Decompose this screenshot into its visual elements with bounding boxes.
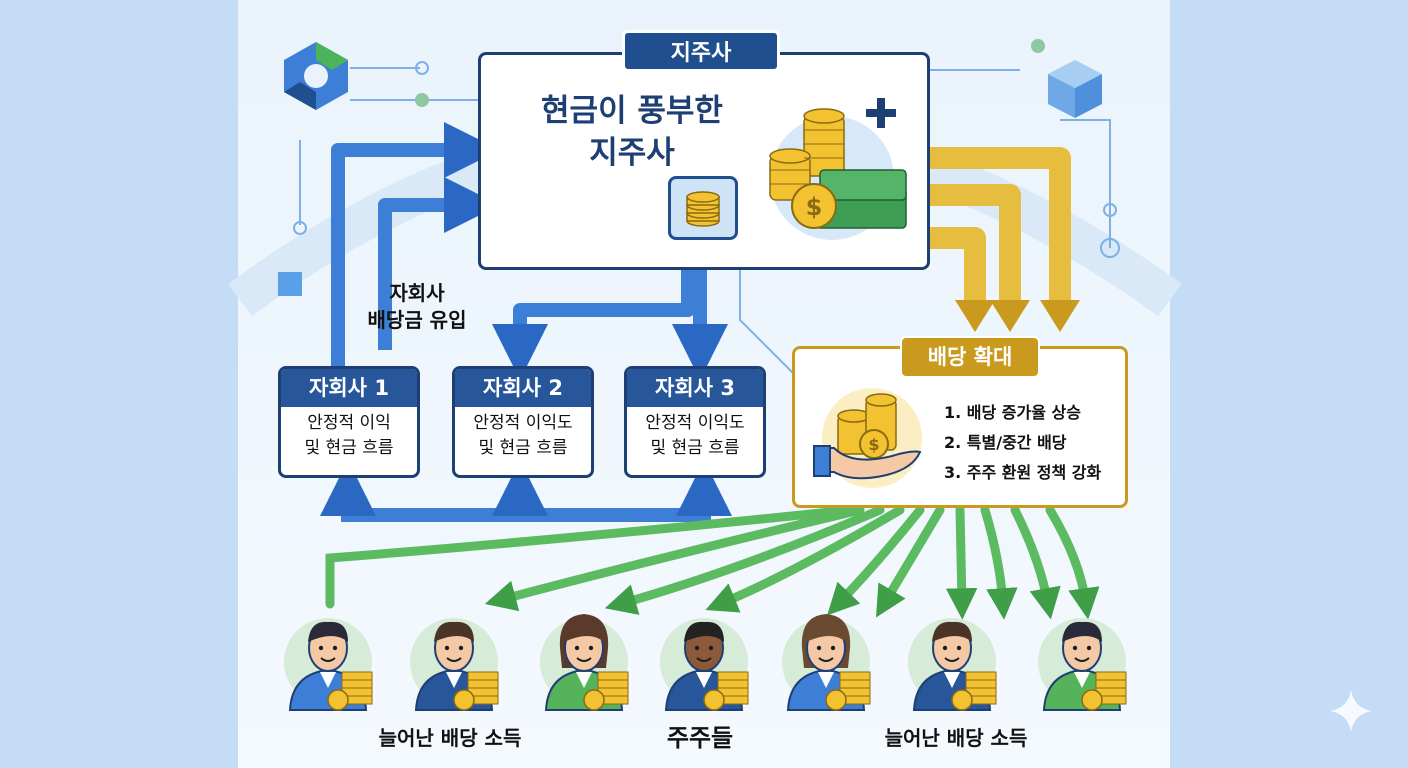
shareholder-7-collar	[1074, 672, 1090, 688]
logo-icon	[284, 42, 348, 110]
shareholder-3-coin-1	[597, 671, 629, 681]
shareholder-7-eye-right	[1086, 645, 1092, 651]
shareholder-3-eye-right	[588, 645, 594, 651]
caption-center: 주주들	[666, 724, 734, 752]
shareholder-2-coin-1	[467, 671, 499, 681]
shareholder-4-collar	[696, 672, 712, 688]
svg-text:$: $	[806, 193, 823, 221]
cash-bundle-icon: $	[769, 108, 907, 240]
background-right	[1170, 0, 1408, 768]
shareholder-5-smile	[818, 657, 834, 662]
dividend-inflow-line2: 배당금 유입	[367, 308, 467, 332]
shareholder-1-coin-2	[341, 679, 373, 689]
subsidiary-3-name: 자회사 3	[627, 369, 763, 407]
shareholder-1-eye-left	[318, 645, 324, 651]
shareholder-3-eye-left	[574, 645, 580, 651]
shareholder-2-hair	[434, 621, 474, 642]
sparkle-icon	[1330, 690, 1372, 732]
shareholder-1-collar	[320, 672, 336, 688]
shareholder-4-smile	[696, 657, 712, 662]
shareholder-3-smile	[576, 657, 592, 662]
shareholder-5-coin-1	[839, 671, 871, 681]
shareholder-1-hair	[308, 621, 348, 642]
shareholder-7-smile	[1074, 657, 1090, 662]
holding-headline-line2: 지주사	[589, 135, 675, 171]
subsidiary-2-box: 자회사 2 안정적 이익도 및 현금 흐름	[452, 366, 594, 478]
shareholder-6-hair	[932, 621, 972, 642]
shareholder-2-coin-2	[467, 679, 499, 689]
retained-earnings-node	[668, 176, 738, 240]
shareholder-6-collar	[944, 672, 960, 688]
shareholder-2-coin-front	[453, 689, 475, 711]
plus-icon	[866, 98, 896, 128]
shareholder-2-collar	[446, 672, 462, 688]
shareholder-4-coin-1	[717, 671, 749, 681]
shareholder-4-hair	[684, 621, 724, 642]
shareholder-6-eye-left	[942, 645, 948, 651]
subsidiary-1-name: 자회사 1	[281, 369, 417, 407]
svg-text:$: $	[868, 435, 879, 454]
shareholder-3-collar	[576, 672, 592, 688]
shareholder-7-coin-1	[1095, 671, 1127, 681]
caption-left: 늘어난 배당 소득	[378, 726, 522, 750]
shareholder-1-coin-front	[327, 689, 349, 711]
coin-stack-icon	[686, 191, 720, 227]
shareholder-2-eye-left	[444, 645, 450, 651]
shareholder-3-coin-2	[597, 679, 629, 689]
shareholder-2-eye-right	[458, 645, 464, 651]
shareholder-6-coin-front	[951, 689, 973, 711]
shareholder-7-coin-front	[1081, 689, 1103, 711]
shareholder-4-coin-2	[717, 679, 749, 689]
shareholder-3-hair	[564, 621, 604, 642]
subsidiary-3-line1: 안정적 이익도	[645, 413, 745, 433]
holding-headline-line1: 현금이 풍부한	[541, 93, 723, 129]
shareholder-4-eye-left	[694, 645, 700, 651]
dividend-inflow-line1: 자회사	[389, 281, 445, 305]
subsidiary-2-line1: 안정적 이익도	[473, 413, 573, 433]
cube-icon	[1048, 60, 1102, 118]
shareholder-7-coin-2	[1095, 679, 1127, 689]
subsidiary-2-name: 자회사 2	[455, 369, 591, 407]
shareholder-6-coin-1	[965, 671, 997, 681]
shareholder-5-eye-right	[830, 645, 836, 651]
holding-headline: 현금이 풍부한 지주사	[502, 90, 762, 174]
shareholder-1-coin-1	[341, 671, 373, 681]
shareholder-1-smile	[320, 657, 336, 662]
shareholder-2-smile	[446, 657, 462, 662]
subsidiary-3-line2: 및 현금 흐름	[650, 438, 740, 458]
subsidiary-1-line2: 및 현금 흐름	[304, 438, 394, 458]
shareholder-7-hair	[1062, 621, 1102, 642]
hand-coins-icon: $	[813, 388, 922, 488]
subsidiary-1-line1: 안정적 이익	[307, 413, 391, 433]
shareholder-5-eye-left	[816, 645, 822, 651]
dividend-item-1: 1. 배당 증가율 상승	[944, 403, 1081, 422]
shareholder-6-eye-right	[956, 645, 962, 651]
shareholder-5-collar	[818, 672, 834, 688]
subsidiary-3-box: 자회사 3 안정적 이익도 및 현금 흐름	[624, 366, 766, 478]
shareholder-3-coin-front	[583, 689, 605, 711]
shareholder-4-eye-right	[708, 645, 714, 651]
caption-right: 늘어난 배당 소득	[884, 726, 1028, 750]
background-left	[0, 0, 238, 768]
shareholder-1-eye-right	[332, 645, 338, 651]
dividend-item-2: 2. 특별/중간 배당	[944, 433, 1067, 452]
shareholder-5-coin-front	[825, 689, 847, 711]
dividend-item-3: 3. 주주 환원 정책 강화	[944, 463, 1102, 482]
subsidiary-2-line2: 및 현금 흐름	[478, 438, 568, 458]
shareholder-4-coin-front	[703, 689, 725, 711]
shareholder-6-smile	[944, 657, 960, 662]
subsidiary-1-box: 자회사 1 안정적 이익 및 현금 흐름	[278, 366, 420, 478]
shareholder-7-eye-left	[1072, 645, 1078, 651]
retained-earnings-label: 풍부한 사내 유보금	[517, 202, 631, 218]
shareholder-6-coin-2	[965, 679, 997, 689]
dividend-inflow-label: 자회사 배당금 유입	[352, 280, 482, 334]
shareholder-5-hair	[806, 621, 846, 642]
holding-company-title: 지주사	[622, 30, 780, 72]
dividend-expansion-title: 배당 확대	[900, 336, 1040, 378]
dividend-item-list: 1. 배당 증가율 상승 2. 특별/중간 배당 3. 주주 환원 정책 강화	[944, 398, 1124, 488]
shareholder-5-coin-2	[839, 679, 871, 689]
